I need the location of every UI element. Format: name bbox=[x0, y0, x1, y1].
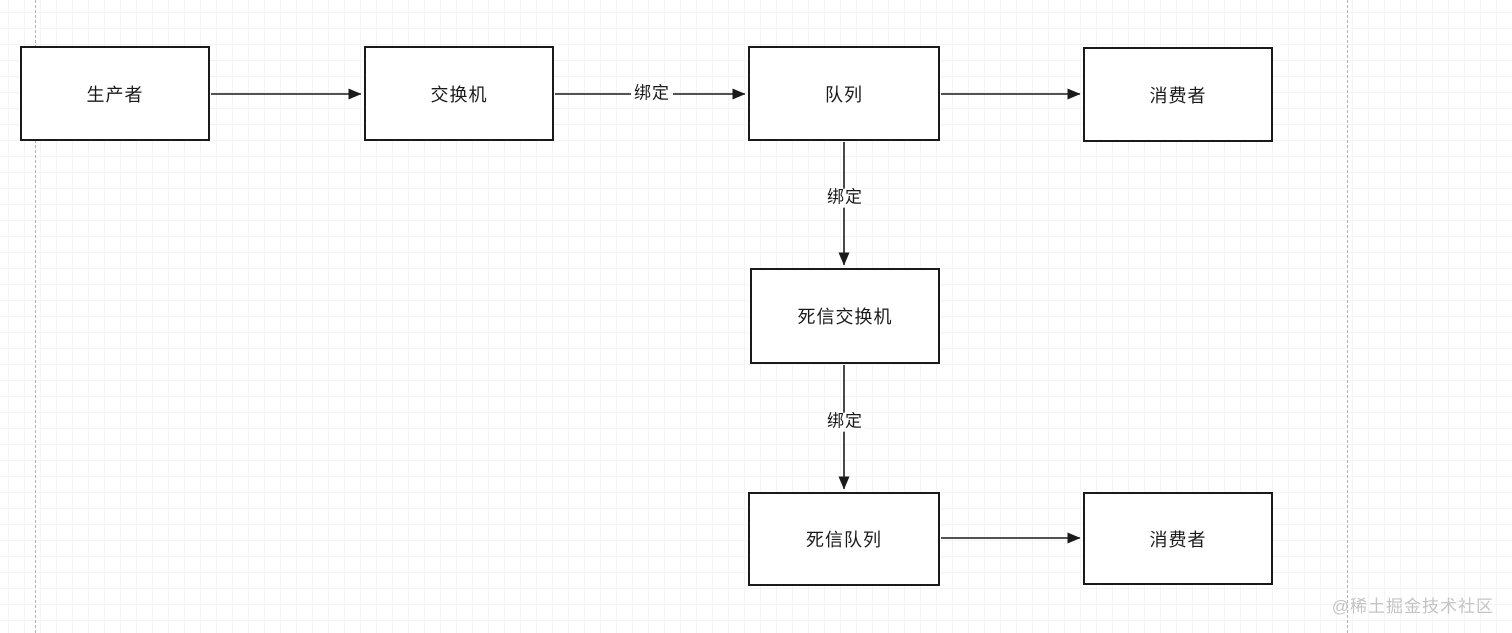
node-consumer-bottom-label: 消费者 bbox=[1149, 529, 1207, 550]
node-consumer-top: 消费者 bbox=[1083, 47, 1273, 142]
node-exchange: 交换机 bbox=[364, 46, 554, 141]
juejin-watermark: @稀土掘金技术社区 bbox=[1331, 597, 1494, 616]
node-queue: 队列 bbox=[748, 46, 940, 141]
node-producer: 生产者 bbox=[20, 46, 210, 141]
page-boundary-dashed-line-right bbox=[1347, 0, 1348, 633]
edge-label-binding-queue-dead-exchange: 绑定 bbox=[824, 188, 866, 208]
node-dead-letter-exchange-label: 死信交换机 bbox=[797, 307, 893, 327]
node-queue-label: 队列 bbox=[825, 84, 863, 105]
node-producer-label: 生产者 bbox=[86, 84, 144, 105]
edge-label-binding-dead-exchange-dead-queue: 绑定 bbox=[824, 412, 866, 432]
node-dead-letter-queue-label: 死信队列 bbox=[806, 530, 882, 550]
node-dead-letter-queue: 死信队列 bbox=[748, 492, 940, 586]
page-boundary-dashed-line-left bbox=[35, 0, 36, 633]
edge-label-binding-exchange-queue: 绑定 bbox=[631, 84, 673, 104]
node-dead-letter-exchange: 死信交换机 bbox=[750, 268, 940, 364]
node-exchange-label: 交换机 bbox=[430, 84, 488, 105]
node-consumer-bottom: 消费者 bbox=[1083, 492, 1273, 585]
node-consumer-top-label: 消费者 bbox=[1149, 85, 1207, 106]
